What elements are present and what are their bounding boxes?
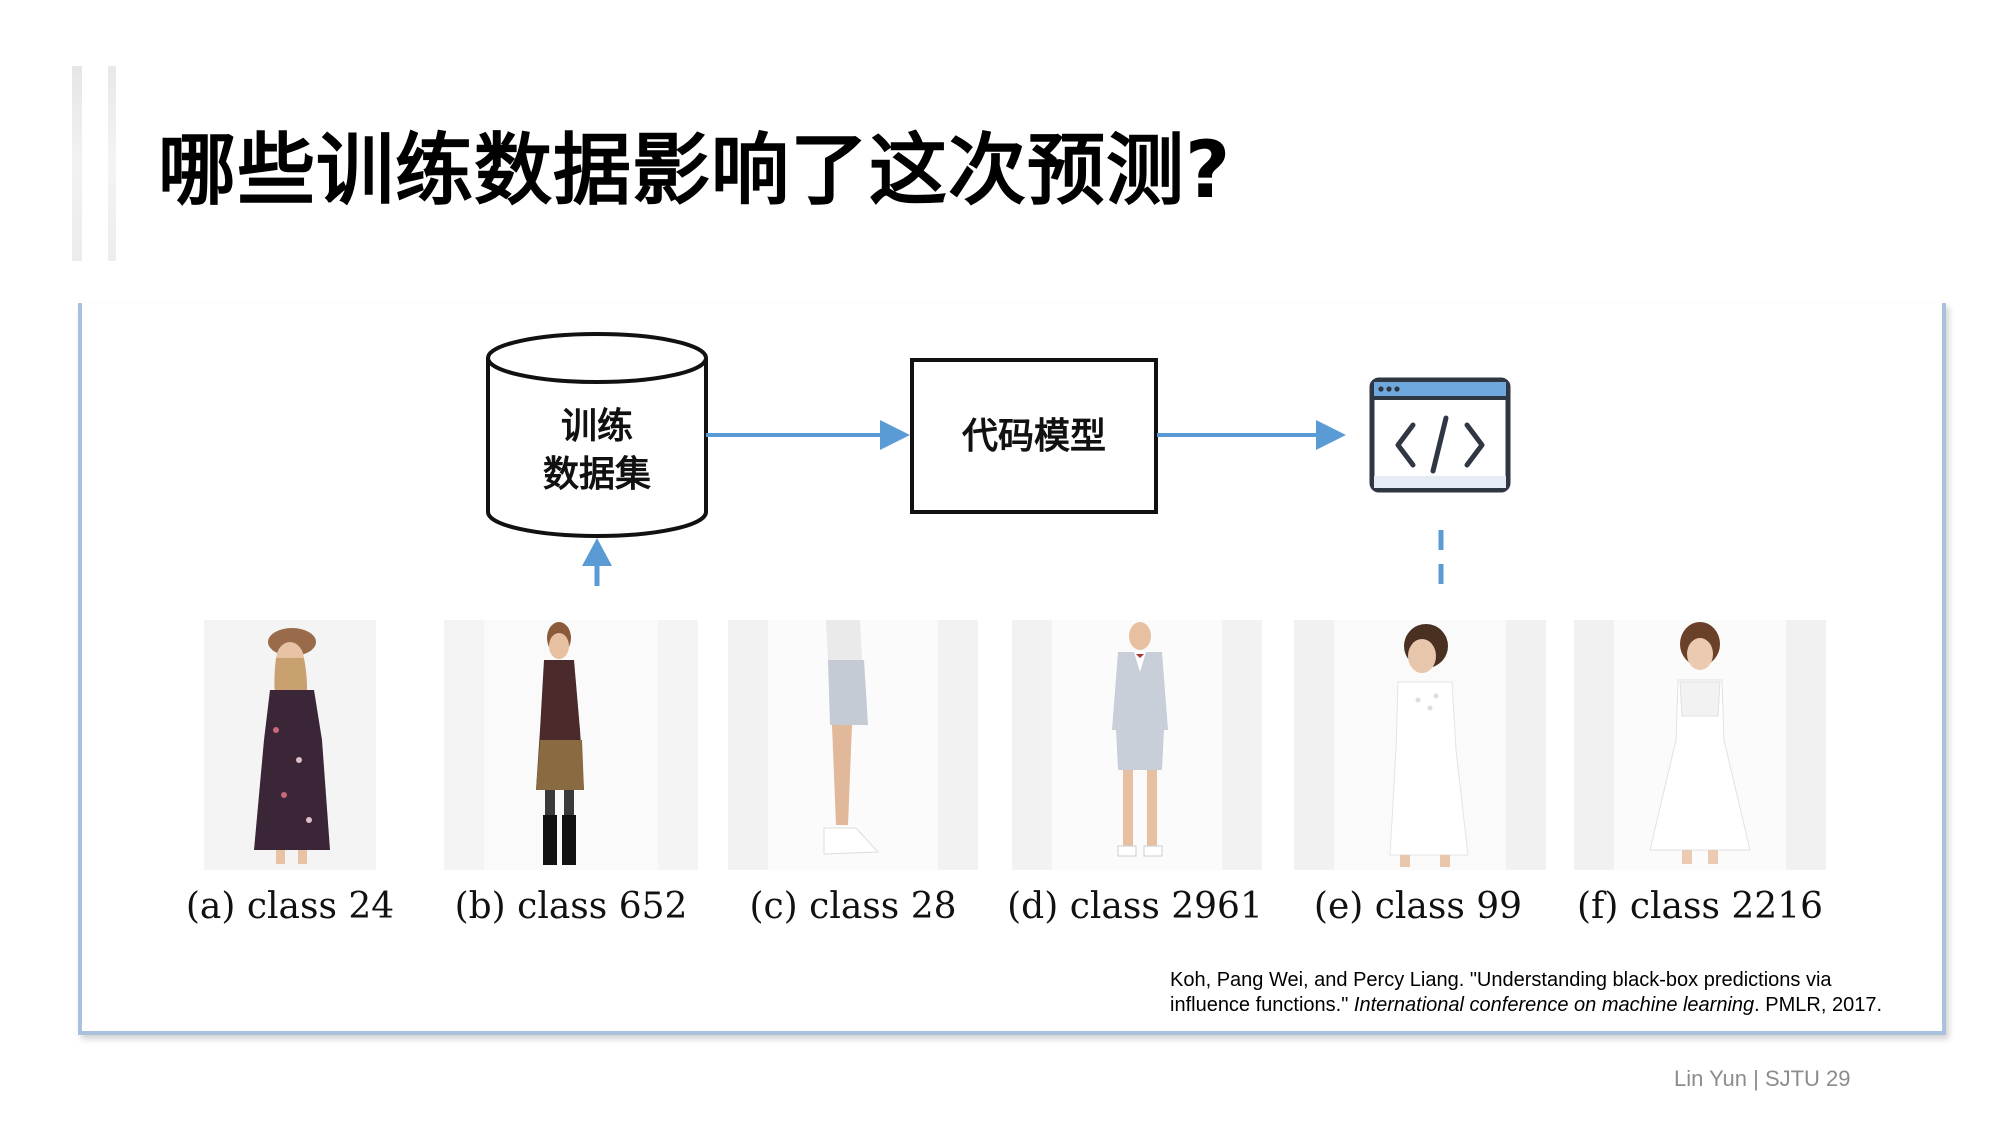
example-photo-a xyxy=(204,620,376,870)
decorative-bar xyxy=(108,66,116,261)
example-caption-e: (e) class 99 xyxy=(1313,886,1523,927)
dataset-label-line1: 训练 xyxy=(561,406,633,447)
slide-footer: Lin Yun | SJTU 29 xyxy=(1674,1066,1851,1091)
flow-diagram: 训练 数据集 代码模型 xyxy=(486,332,1511,590)
arrow-to-model xyxy=(706,420,910,450)
slide-title: 哪些训练数据影响了这次预测? xyxy=(158,126,1232,216)
example-caption-b: (b) class 652 xyxy=(454,886,688,927)
decorative-bar xyxy=(72,66,82,261)
citation-line1: Koh, Pang Wei, and Percy Liang. "Underst… xyxy=(1170,969,1832,991)
example-caption-a: (a) class 24 xyxy=(185,886,395,927)
dataset-cylinder: 训练 数据集 xyxy=(486,332,708,538)
example-caption-d: (d) class 2961 xyxy=(1007,886,1263,927)
citation: Koh, Pang Wei, and Percy Liang. "Underst… xyxy=(1170,968,1882,1018)
example-photo-c xyxy=(728,620,978,870)
arrow-into-dataset xyxy=(582,538,612,586)
example-caption-c: (c) class 28 xyxy=(749,886,957,927)
citation-line2: influence functions." International conf… xyxy=(1170,993,1882,1018)
arrow-to-output xyxy=(1157,420,1346,450)
dataset-label-line2: 数据集 xyxy=(543,454,651,495)
example-photo-b xyxy=(444,620,698,870)
example-photo-f xyxy=(1574,620,1826,870)
example-photo-e xyxy=(1294,620,1546,870)
example-photo-d xyxy=(1012,620,1262,870)
model-box: 代码模型 xyxy=(910,358,1158,514)
code-window-icon xyxy=(1369,377,1511,493)
citation-venue: International conference on machine lear… xyxy=(1353,994,1755,1016)
citation-line2-suffix: . PMLR, 2017. xyxy=(1754,994,1882,1016)
example-caption-f: (f) class 2216 xyxy=(1576,886,1824,927)
citation-line2-prefix: influence functions." xyxy=(1170,994,1354,1016)
model-label: 代码模型 xyxy=(961,416,1106,457)
